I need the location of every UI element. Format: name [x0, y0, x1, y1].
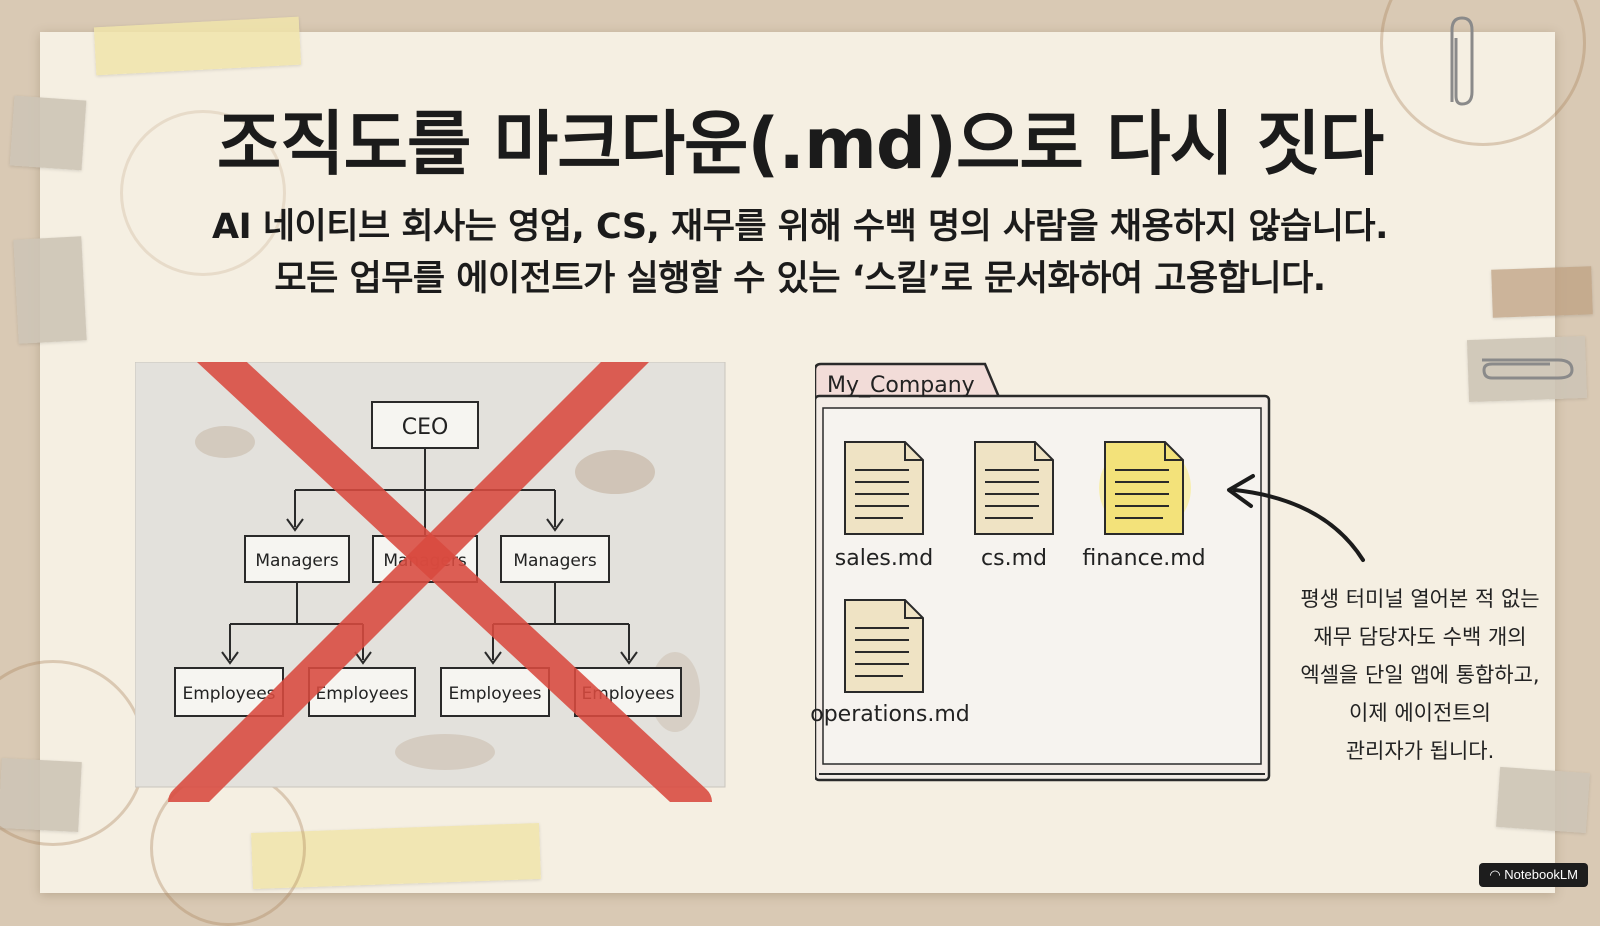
notebooklm-logo-icon: ◠ [1489, 867, 1505, 882]
file-icon-cs[interactable] [974, 441, 1054, 535]
file-label-sales[interactable]: sales.md [834, 546, 934, 571]
note-line-5: 관리자가 됩니다. [1345, 739, 1495, 763]
red-cross-icon [168, 315, 712, 819]
folder-name: My_Company [827, 373, 975, 398]
employee-box-label-1: Employees [182, 684, 275, 704]
note-line-2: 재무 담당자도 수백 개의 [1313, 625, 1527, 649]
crossed-out-org-chart: CEO Managers Managers Managers Employees… [134, 315, 735, 819]
note-line-4: 이제 에이전트의 [1349, 701, 1491, 725]
notebooklm-badge: ◠ NotebookLM [1479, 863, 1588, 887]
badge-label: NotebookLM [1504, 867, 1578, 882]
note-line-1: 평생 터미널 열어본 적 없는 [1300, 587, 1540, 611]
file-label-cs[interactable]: cs.md [981, 546, 1047, 571]
handwritten-note: 평생 터미널 열어본 적 없는 재무 담당자도 수백 개의 엑셀을 단일 앱에 … [1270, 580, 1570, 770]
org-chart-svg: CEO Managers Managers Managers Employees… [134, 315, 726, 819]
paperclip-icon [1450, 16, 1474, 106]
manager-box-label-3: Managers [513, 551, 597, 571]
subtitle-line-1: AI 네이티브 회사는 영업, CS, 재무를 위해 수백 명의 사람을 채용하… [212, 207, 1388, 247]
file-icon-operations[interactable] [844, 599, 924, 693]
file-icon-finance[interactable] [1099, 441, 1191, 535]
folder-svg: My_Company [813, 362, 1271, 782]
note-line-3: 엑셀을 단일 앱에 통합하고, [1300, 663, 1540, 687]
manager-box-label-1: Managers [255, 551, 339, 571]
employee-box-label-2: Employees [315, 684, 408, 704]
page-title: 조직도를 마크다운(.md)으로 다시 짓다 [216, 103, 1384, 185]
ceo-box-label: CEO [402, 415, 449, 440]
coffee-ring-top-left [120, 110, 286, 276]
employee-box-label-3: Employees [448, 684, 541, 704]
tape-right-3 [1496, 766, 1590, 834]
file-label-operations[interactable]: operations.md [810, 702, 970, 727]
file-icon-sales[interactable] [844, 441, 924, 535]
paperclip-icon-right [1482, 358, 1574, 380]
subtitle-line-2: 모든 업무를 에이전트가 실행할 수 있는 ‘스킬’로 문서화하여 고용합니다. [274, 259, 1326, 299]
arrow-icon [1227, 474, 1365, 562]
company-folder: My_Company sales.md cs.md finance.md ope… [810, 362, 1275, 802]
file-label-finance[interactable]: finance.md [1082, 546, 1206, 571]
